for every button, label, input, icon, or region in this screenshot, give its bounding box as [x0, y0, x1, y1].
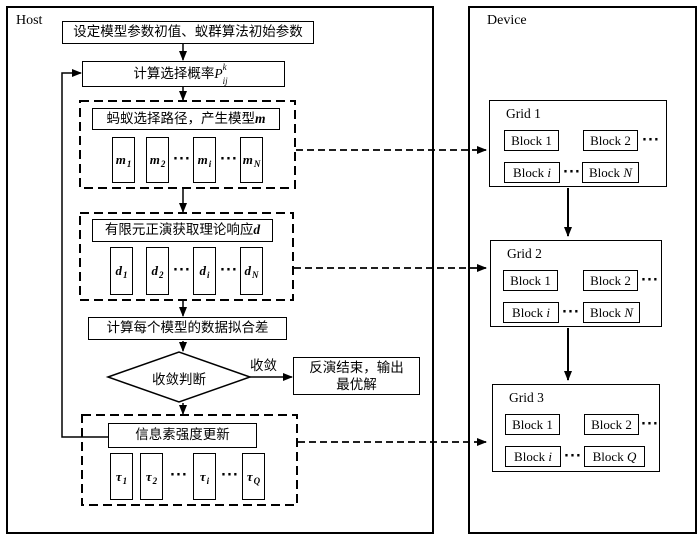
grid-3-ellipsis-2: ···	[564, 449, 582, 464]
grid-2: Grid 2 Block 1 Block 2 ··· Block i ··· B…	[490, 240, 662, 327]
grid-1-ellipsis-1: ···	[642, 133, 660, 148]
grid-2-title: Grid 2	[507, 246, 542, 261]
model-row-ellipsis-1: ···	[173, 152, 191, 167]
probability-symbol: P	[214, 65, 223, 81]
grid-2-block-N: Block N	[583, 302, 640, 323]
grid-1-block-N: Block N	[582, 162, 639, 183]
device-label: Device	[487, 13, 527, 28]
grid-1-block-1: Block 1	[504, 130, 559, 151]
converge-label: 收敛	[250, 358, 277, 373]
grid-2-ellipsis-2: ···	[562, 305, 580, 320]
grid-2-block-2: Block 2	[583, 270, 638, 291]
grid-2-block-1: Block 1	[503, 270, 558, 291]
grid-3-block-Q: Block Q	[584, 446, 645, 467]
fitting-error-box: 计算每个模型的数据拟合差	[88, 317, 287, 340]
pheromone-row-ellipsis-2: ···	[221, 468, 239, 483]
grid-3-block-1: Block 1	[505, 414, 560, 435]
response-row-ellipsis-2: ···	[220, 263, 238, 278]
grid-3: Grid 3 Block 1 Block 2 ··· Block i ··· B…	[492, 384, 660, 472]
pheromone-row-ellipsis-1: ···	[170, 468, 188, 483]
grid-2-ellipsis-1: ···	[641, 273, 659, 288]
grid-1-title: Grid 1	[506, 106, 541, 121]
host-label: Host	[16, 13, 43, 28]
response-row-ellipsis-1: ···	[173, 263, 191, 278]
result-box: 反演结束，输出 最优解	[293, 357, 420, 395]
grid-2-block-i: Block i	[503, 302, 559, 323]
pheromone-update-box: 信息素强度更新	[108, 423, 257, 448]
init-parameters-box: 设定模型参数初值、蚁群算法初始参数	[62, 21, 314, 44]
grid-3-block-i: Block i	[505, 446, 561, 467]
grid-3-title: Grid 3	[509, 390, 544, 405]
grid-3-ellipsis-1: ···	[641, 417, 659, 432]
grid-1-block-i: Block i	[504, 162, 560, 183]
model-row-ellipsis-2: ···	[220, 152, 238, 167]
grid-1-block-2: Block 2	[583, 130, 638, 151]
decision-label: 收敛判断	[152, 372, 206, 387]
grid-1: Grid 1 Block 1 Block 2 ··· Block i ··· B…	[489, 100, 667, 187]
grid-3-block-2: Block 2	[584, 414, 639, 435]
grid-1-ellipsis-2: ···	[563, 165, 581, 180]
